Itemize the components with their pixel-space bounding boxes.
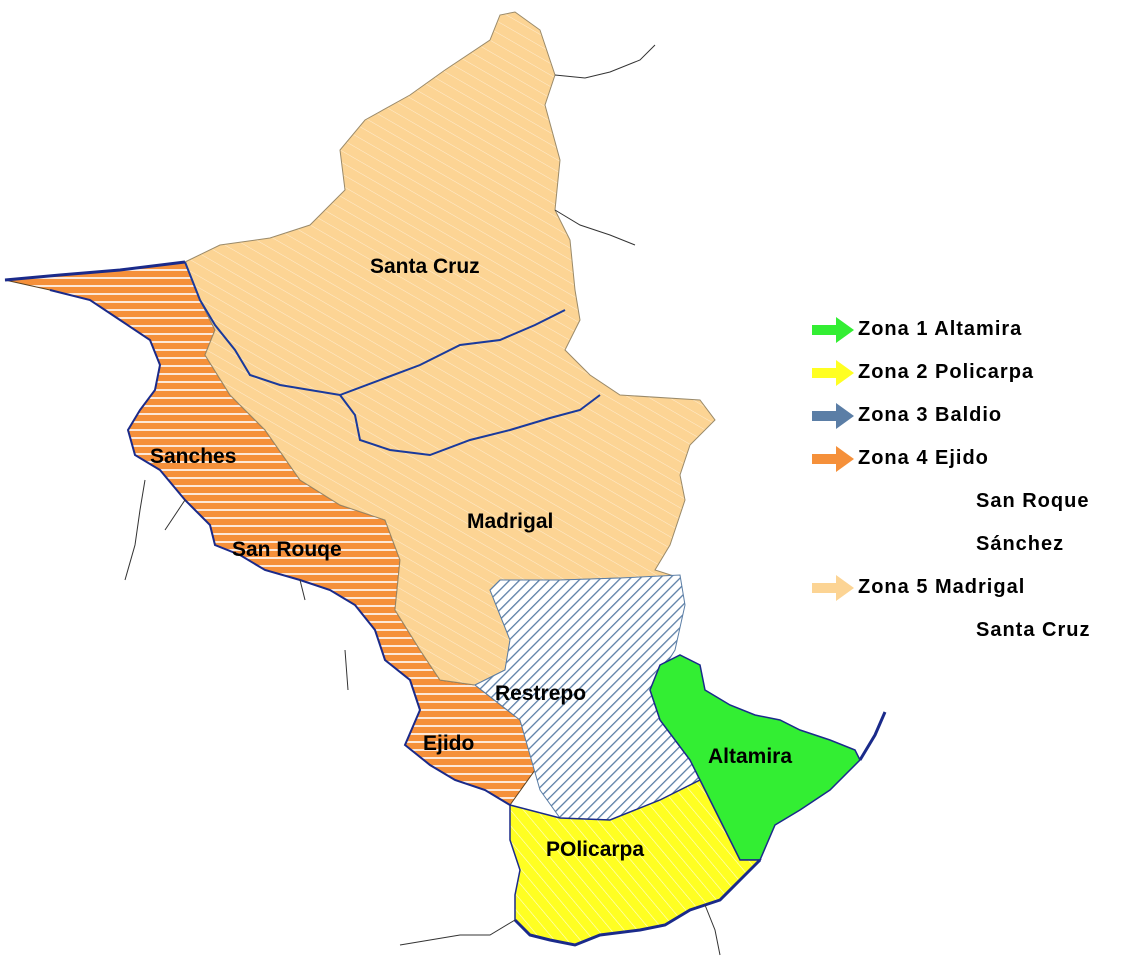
legend-item-zona2: Zona 2 Policarpa [812,351,1142,394]
river-middle [339,394,601,457]
region-zona5-santacruz-madrigal [184,11,716,686]
arrow-right-icon [812,574,854,601]
legend-item-zona4: Zona 4 Ejido [812,437,1142,480]
external-line-south [704,904,721,956]
legend-label: Zona 3 Baldio [858,404,1003,426]
label-ejido: Ejido [423,732,474,755]
river-north [184,261,566,397]
legend-item-zona5: Zona 5 Madrigal [812,566,1142,609]
legend-subitem-santa-cruz: Santa Cruz [812,609,1142,652]
label-restrepo: Restrepo [495,682,586,705]
legend: Zona 1 Altamira Zona 2 Policarpa Zona 3 … [812,308,1142,652]
external-line-southwest [399,919,516,946]
label-santa-cruz: Santa Cruz [370,255,480,278]
legend-label: Zona 1 Altamira [858,318,1023,340]
legend-label: Zona 2 Policarpa [858,361,1035,383]
border-southeast [4,260,887,947]
external-line-north [554,44,656,79]
legend-subitem-san-roque: San Roque [812,480,1142,523]
label-policarpa: POlicarpa [546,838,644,861]
legend-sublabel: Santa Cruz [976,619,1091,641]
label-madrigal: Madrigal [467,510,553,533]
legend-sublabel: San Roque [976,490,1090,512]
legend-label: Zona 4 Ejido [858,447,989,469]
label-san-rouqe: San Rouqe [232,538,342,561]
external-line-east [554,209,636,246]
arrow-right-icon [812,359,854,386]
label-altamira: Altamira [708,745,792,768]
arrow-right-icon [812,316,854,343]
legend-item-zona1: Zona 1 Altamira [812,308,1142,351]
arrow-right-icon [812,445,854,472]
legend-sublabel: Sánchez [976,533,1065,555]
border-west [49,289,511,806]
legend-subitem-sanchez: Sánchez [812,523,1142,566]
arrow-right-icon [812,402,854,429]
legend-label: Zona 5 Madrigal [858,576,1026,598]
label-sanches: Sanches [150,445,236,468]
external-line-west [124,479,349,691]
legend-item-zona3: Zona 3 Baldio [812,394,1142,437]
